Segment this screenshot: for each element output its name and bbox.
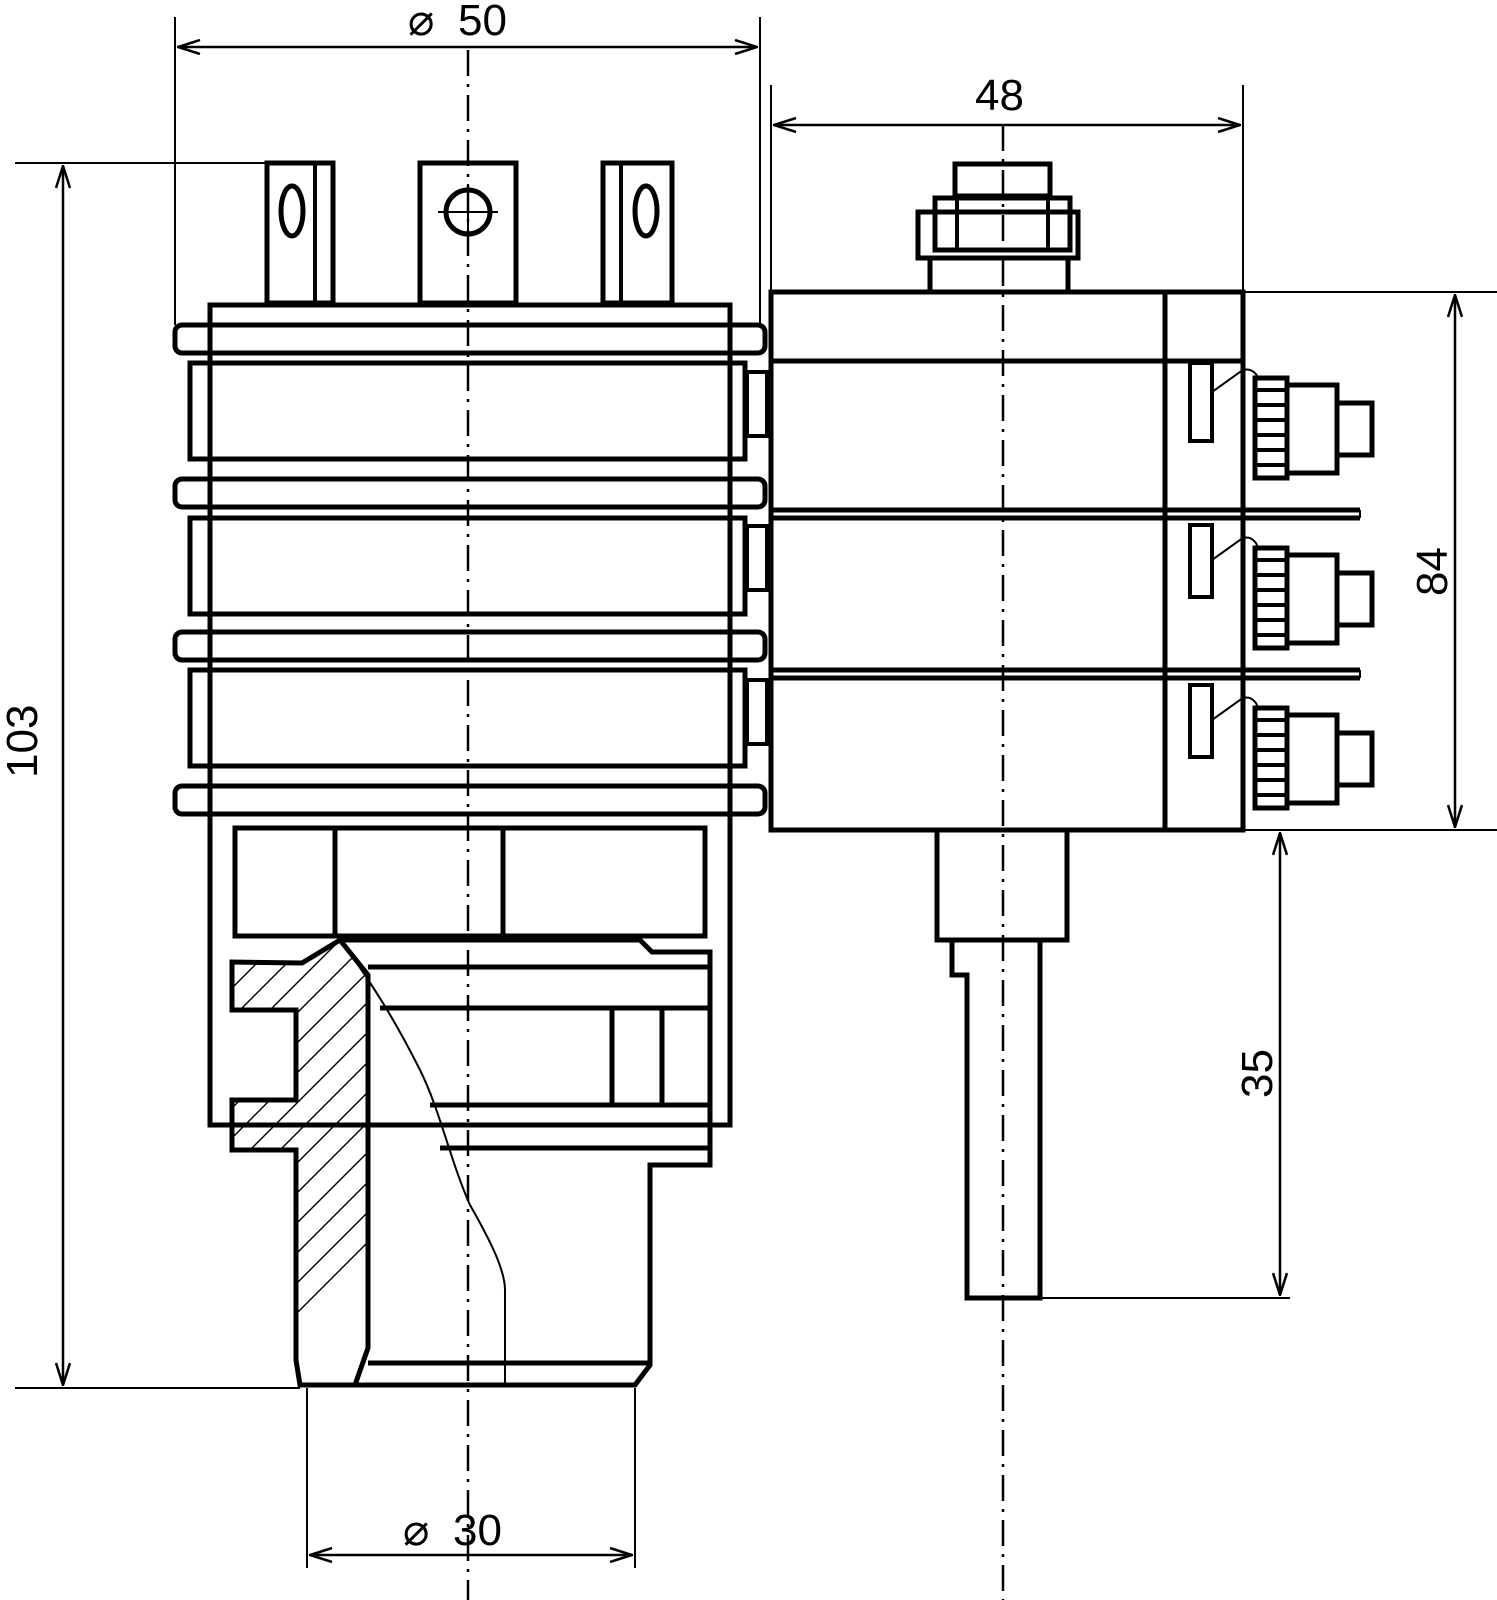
hub: [232, 825, 708, 939]
ring-stack: [172, 302, 769, 1128]
flange-2: [172, 476, 768, 510]
dim-bottom-diameter: ⌀ 30: [306, 1388, 636, 1568]
flange-3: [172, 629, 768, 663]
dim-bottom-diameter-symbol: ⌀: [403, 1506, 430, 1555]
dim-bottom-diameter-value: 30: [453, 1506, 502, 1555]
flange-1: [172, 322, 768, 356]
flange-4: [172, 783, 768, 817]
dim-shaft-length-value: 35: [1233, 1049, 1282, 1098]
dim-top-diameter-value: 50: [458, 0, 507, 45]
dim-block-width-value: 48: [975, 71, 1024, 120]
bushing: [229, 936, 713, 1388]
dim-block-width: 48: [770, 71, 1244, 292]
top-nut: [915, 161, 1081, 295]
left-assembly: [172, 160, 769, 1388]
dim-top-diameter: ⌀ 50: [174, 0, 761, 325]
dim-block-height: 84: [1243, 291, 1497, 831]
brush-holder-2: [1188, 523, 1375, 651]
dim-block-height-value: 84: [1408, 547, 1457, 596]
brush-holder-3: [1188, 683, 1375, 811]
dim-top-diameter-symbol: ⌀: [408, 0, 435, 45]
brush-holder-1: [1188, 361, 1375, 481]
dim-overall-height-value: 103: [0, 705, 47, 778]
terminal-lugs: [264, 160, 675, 306]
dim-shaft-length: 35: [1040, 833, 1290, 1299]
right-assembly: [768, 161, 1375, 1301]
dim-overall-height: 103: [0, 162, 300, 1389]
center-axes: [466, 50, 1005, 1600]
